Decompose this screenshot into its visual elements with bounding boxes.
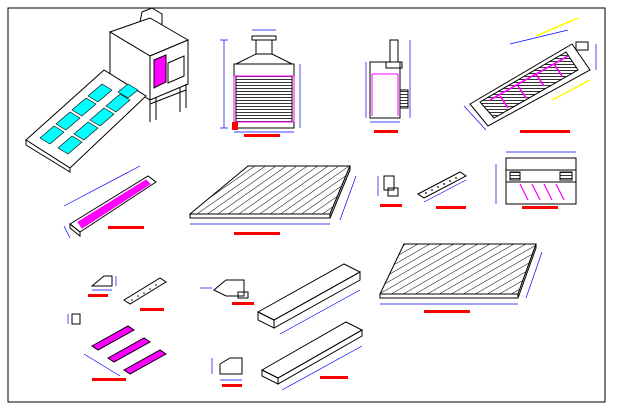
channel-profile-view xyxy=(211,357,243,387)
isometric-dryer-view xyxy=(25,7,190,173)
drawing-border xyxy=(7,7,606,403)
three-magenta-bars-view xyxy=(83,325,167,381)
small-bracket-view xyxy=(88,275,117,297)
side-elevation-view xyxy=(365,39,411,133)
perforated-bar-view xyxy=(417,171,467,209)
front-elevation-view xyxy=(220,29,301,137)
perforated-strip-view xyxy=(123,277,167,311)
slatted-panel-right-view xyxy=(379,243,543,313)
long-beam-upper-view xyxy=(256,263,362,335)
angle-profile-view xyxy=(200,279,254,305)
inclined-tray-section-view xyxy=(463,17,597,133)
long-beam-lower-view xyxy=(260,321,364,391)
square-profile-view xyxy=(67,313,81,325)
slatted-panel-large-view xyxy=(188,165,357,235)
bracket-detail-view xyxy=(377,175,402,207)
tray-beam-view xyxy=(63,165,157,239)
collector-section-view xyxy=(495,151,577,209)
